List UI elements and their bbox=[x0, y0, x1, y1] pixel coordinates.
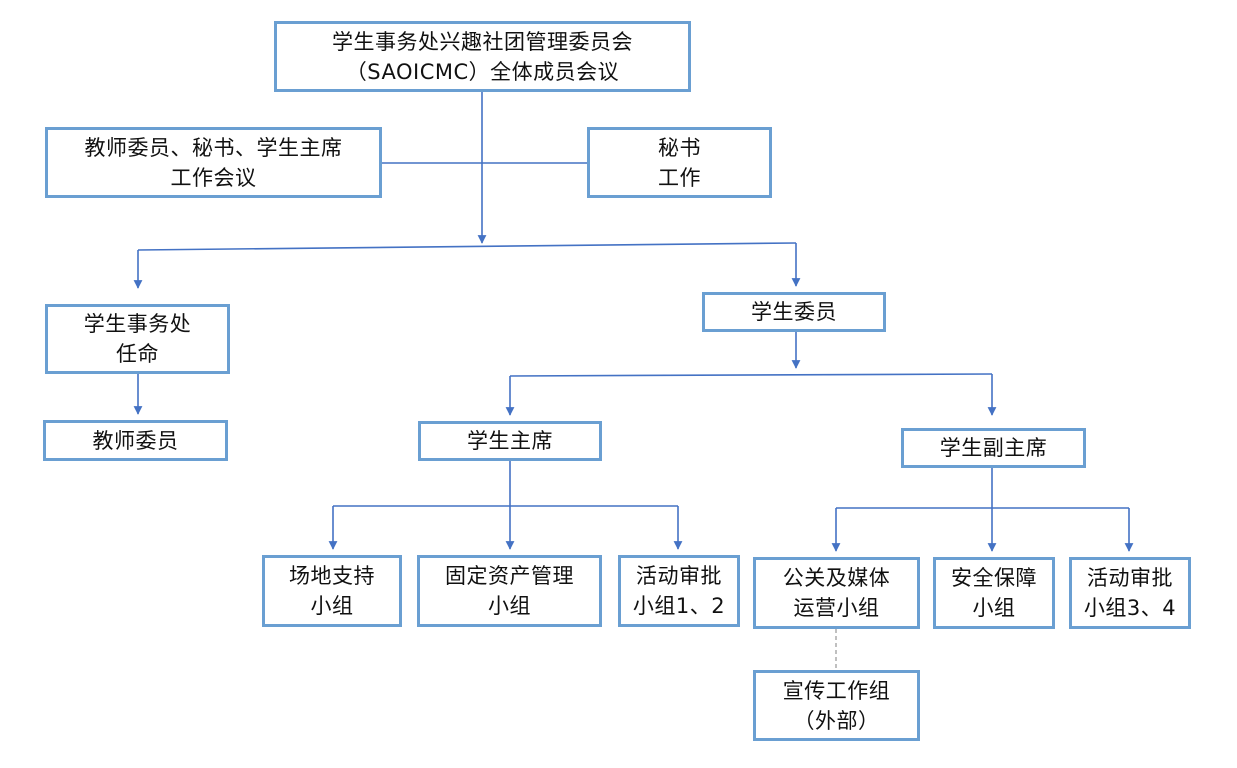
node-label-line: 小组 bbox=[972, 596, 1016, 620]
node-saoicmc-plenary-meeting: 学生事务处兴趣社团管理委员会 （SAOICMC）全体成员会议 bbox=[274, 21, 691, 92]
node-label-line: 小组 bbox=[488, 594, 531, 618]
node-label-line: 工作会议 bbox=[170, 165, 257, 190]
node-student-vice-president: 学生副主席 bbox=[901, 428, 1086, 468]
node-teacher-members: 教师委员 bbox=[43, 420, 228, 461]
node-student-members: 学生委员 bbox=[702, 292, 886, 332]
connector-split-bar bbox=[137, 242, 797, 251]
node-label-line: 小组 bbox=[310, 594, 354, 618]
node-label-line: 学生事务处兴趣社团管理委员会 bbox=[332, 29, 633, 54]
node-label-line: 运营小组 bbox=[793, 596, 880, 620]
node-pr-media-operations-group: 公关及媒体 运营小组 bbox=[753, 557, 920, 629]
node-label-line: 学生事务处 bbox=[83, 312, 192, 336]
node-label-line: 教师委员、秘书、学生主席 bbox=[84, 135, 343, 160]
node-student-president: 学生主席 bbox=[418, 421, 602, 461]
node-label-line: 活动审批 bbox=[1087, 566, 1173, 590]
node-student-affairs-office-appointment: 学生事务处 任命 bbox=[45, 304, 230, 374]
node-working-meeting: 教师委员、秘书、学生主席 工作会议 bbox=[45, 127, 382, 198]
node-label-line: 秘书 bbox=[658, 135, 701, 160]
node-label-line: 宣传工作组 bbox=[782, 678, 891, 703]
node-label-line: 小组1、2 bbox=[632, 594, 726, 618]
node-label-line: 学生副主席 bbox=[939, 436, 1048, 460]
node-label-line: 场地支持 bbox=[289, 564, 375, 588]
node-label-line: （外部） bbox=[793, 708, 880, 733]
node-label-line: 公关及媒体 bbox=[782, 566, 891, 590]
node-label-line: 学生委员 bbox=[751, 300, 837, 324]
node-label-line: 固定资产管理 bbox=[445, 564, 574, 588]
node-label-line: 安全保障 bbox=[951, 566, 1037, 590]
node-label-line: 小组3、4 bbox=[1083, 596, 1177, 620]
connector-student-split-bar bbox=[509, 373, 993, 377]
node-label-line: 学生主席 bbox=[467, 429, 553, 453]
node-label-line: 教师委员 bbox=[92, 428, 179, 453]
node-venue-support-group: 场地支持 小组 bbox=[262, 555, 402, 627]
node-label-line: （SAOICMC）全体成员会议 bbox=[345, 59, 620, 84]
node-activity-approval-groups-1-2: 活动审批 小组1、2 bbox=[618, 555, 740, 627]
node-safety-security-group: 安全保障 小组 bbox=[933, 557, 1055, 629]
node-label-line: 活动审批 bbox=[636, 564, 722, 588]
node-fixed-asset-management-group: 固定资产管理 小组 bbox=[417, 555, 602, 627]
node-publicity-group-external: 宣传工作组 （外部） bbox=[753, 670, 920, 741]
node-label-line: 工作 bbox=[658, 165, 701, 190]
node-activity-approval-groups-3-4: 活动审批 小组3、4 bbox=[1069, 557, 1191, 629]
node-secretary-work: 秘书 工作 bbox=[587, 127, 772, 198]
node-label-line: 任命 bbox=[116, 342, 159, 366]
